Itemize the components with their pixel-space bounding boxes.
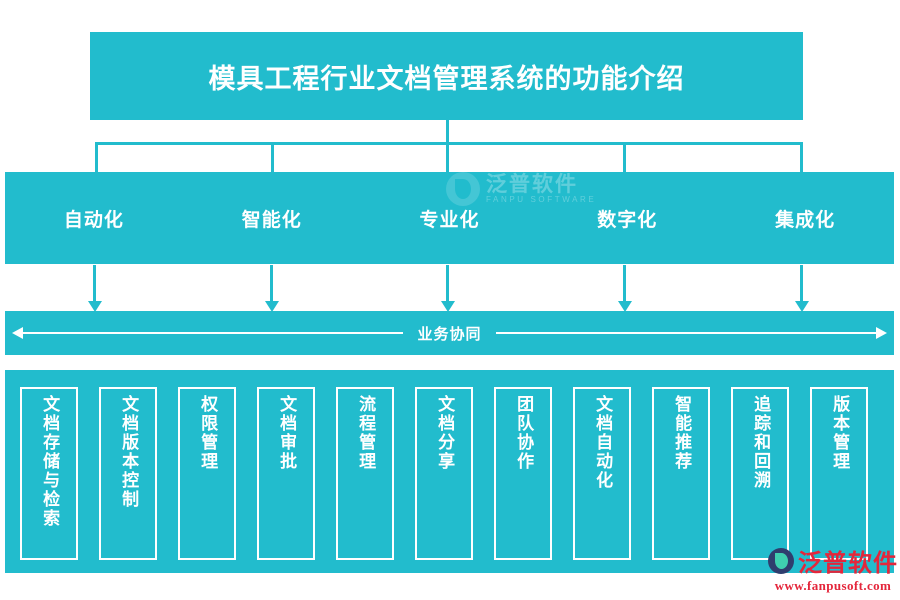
category-item-integration[interactable]: 集成化 (775, 209, 836, 231)
collaboration-label: 业务协同 (403, 322, 496, 344)
feature-label: 团队协作 (514, 395, 534, 471)
feature-label: 文档审批 (277, 395, 297, 471)
category-item-automation[interactable]: 自动化 (63, 209, 124, 231)
corner-logo-row: 泛普软件 (768, 543, 898, 578)
feature-label: 流程管理 (356, 395, 376, 471)
feature-label: 文档分享 (435, 395, 455, 471)
feature-label: 权限管理 (198, 395, 218, 471)
feature-label: 智能推荐 (672, 395, 692, 471)
connector-drop-2 (271, 142, 274, 173)
fanpu-leaf-icon (768, 547, 794, 574)
down-arrow-3 (440, 265, 455, 312)
feature-box-tracking-traceback[interactable]: 追踪和回溯 (731, 387, 789, 560)
feature-box-process-management[interactable]: 流程管理 (336, 387, 394, 560)
connector-drop-5 (800, 142, 803, 173)
feature-box-document-storage-retrieval[interactable]: 文档存储与检索 (20, 387, 78, 560)
connector-drop-4 (623, 142, 626, 173)
down-arrow-2 (264, 265, 279, 312)
category-item-specialization[interactable]: 专业化 (419, 209, 480, 231)
feature-box-team-collaboration[interactable]: 团队协作 (494, 387, 552, 560)
corner-logo-chinese: 泛普软件 (798, 551, 898, 577)
page-title: 模具工程行业文档管理系统的功能介绍 (208, 63, 685, 94)
collaboration-bar: 业务协同 (5, 311, 894, 355)
feature-box-document-approval[interactable]: 文档审批 (257, 387, 315, 560)
category-item-intelligence[interactable]: 智能化 (241, 209, 302, 231)
down-arrow-5 (794, 265, 809, 312)
feature-box-document-automation[interactable]: 文档自动化 (573, 387, 631, 560)
feature-box-permission-management[interactable]: 权限管理 (178, 387, 236, 560)
feature-label: 版本管理 (830, 395, 850, 471)
feature-label: 追踪和回溯 (751, 395, 771, 490)
feature-box-version-management[interactable]: 版本管理 (810, 387, 868, 560)
connector-stem (446, 120, 449, 144)
feature-label: 文档存储与检索 (40, 395, 60, 528)
feature-label: 文档自动化 (593, 395, 613, 490)
diagram-title-box: 模具工程行业文档管理系统的功能介绍 (90, 32, 803, 120)
down-arrow-1 (87, 265, 102, 312)
connector-drop-3 (446, 142, 449, 173)
category-bar: 自动化 智能化 专业化 数字化 集成化 (5, 172, 894, 264)
feature-strip: 文档存储与检索 文档版本控制 权限管理 文档审批 流程管理 文档分享 团队协作 … (5, 370, 894, 573)
connector-drop-1 (95, 142, 98, 173)
connector-horizontal-bus (95, 142, 803, 145)
corner-brand-logo: 泛普软件 www.fanpusoft.com (768, 543, 898, 594)
feature-box-document-version-control[interactable]: 文档版本控制 (99, 387, 157, 560)
corner-logo-url: www.fanpusoft.com (774, 578, 892, 593)
feature-box-document-sharing[interactable]: 文档分享 (415, 387, 473, 560)
down-arrow-4 (617, 265, 632, 312)
category-item-digitalization[interactable]: 数字化 (597, 209, 658, 231)
feature-label: 文档版本控制 (119, 395, 139, 509)
feature-box-intelligent-recommendation[interactable]: 智能推荐 (652, 387, 710, 560)
